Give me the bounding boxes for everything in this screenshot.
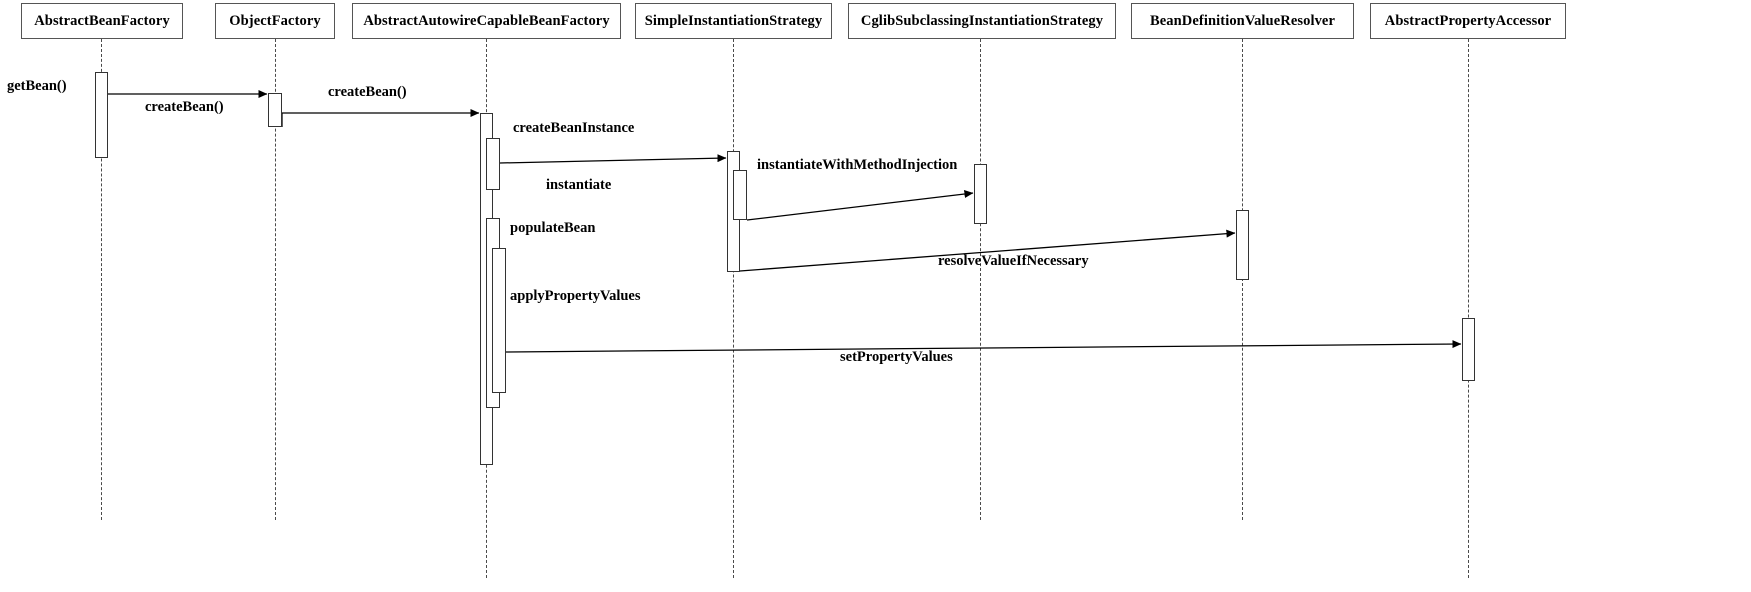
message-arrow [746, 190, 974, 221]
participant-box[interactable]: AbstractAutowireCapableBeanFactory [352, 3, 621, 39]
participant-label: BeanDefinitionValueResolver [1149, 12, 1336, 29]
participant-label: AbstractPropertyAccessor [1384, 12, 1552, 29]
participant-label: AbstractBeanFactory [34, 12, 170, 29]
lifeline [733, 39, 734, 578]
message-label: instantiateWithMethodInjection [757, 157, 958, 173]
participant-label: ObjectFactory [229, 12, 321, 29]
participant-label: CglibSubclassingInstantiationStrategy [860, 12, 1104, 29]
lifeline [275, 39, 276, 520]
activation-bar [486, 138, 500, 190]
message-label: getBean() [7, 78, 67, 94]
message-label: createBean() [328, 84, 407, 100]
message-label: instantiate [546, 177, 612, 193]
lifeline [1468, 39, 1469, 578]
message-arrow [505, 340, 1462, 353]
activation-bar [1236, 210, 1249, 280]
message-label: createBean() [145, 99, 224, 115]
activation-bar [974, 164, 987, 224]
participant-box[interactable]: AbstractPropertyAccessor [1370, 3, 1566, 39]
message-arrow [499, 154, 727, 164]
message-label: setPropertyValues [840, 349, 953, 365]
message-arrow [281, 109, 480, 127]
participant-box[interactable]: CglibSubclassingInstantiationStrategy [848, 3, 1116, 39]
lifeline [980, 39, 981, 520]
activation-bar [268, 93, 282, 127]
message-label: populateBean [510, 220, 596, 236]
participant-label: AbstractAutowireCapableBeanFactory [363, 12, 610, 29]
message-label: resolveValueIfNecessary [938, 253, 1089, 269]
activation-bar [733, 170, 747, 220]
activation-bar [95, 72, 108, 158]
participant-box[interactable]: AbstractBeanFactory [21, 3, 183, 39]
activation-bar [1462, 318, 1475, 381]
participant-box[interactable]: ObjectFactory [215, 3, 335, 39]
message-label: applyPropertyValues [510, 288, 641, 304]
participant-label: SimpleInstantiationStrategy [644, 12, 823, 29]
lifeline [101, 39, 102, 520]
message-label: createBeanInstance [513, 120, 635, 136]
participant-box[interactable]: BeanDefinitionValueResolver [1131, 3, 1354, 39]
participant-box[interactable]: SimpleInstantiationStrategy [635, 3, 832, 39]
activation-bar [492, 248, 506, 393]
